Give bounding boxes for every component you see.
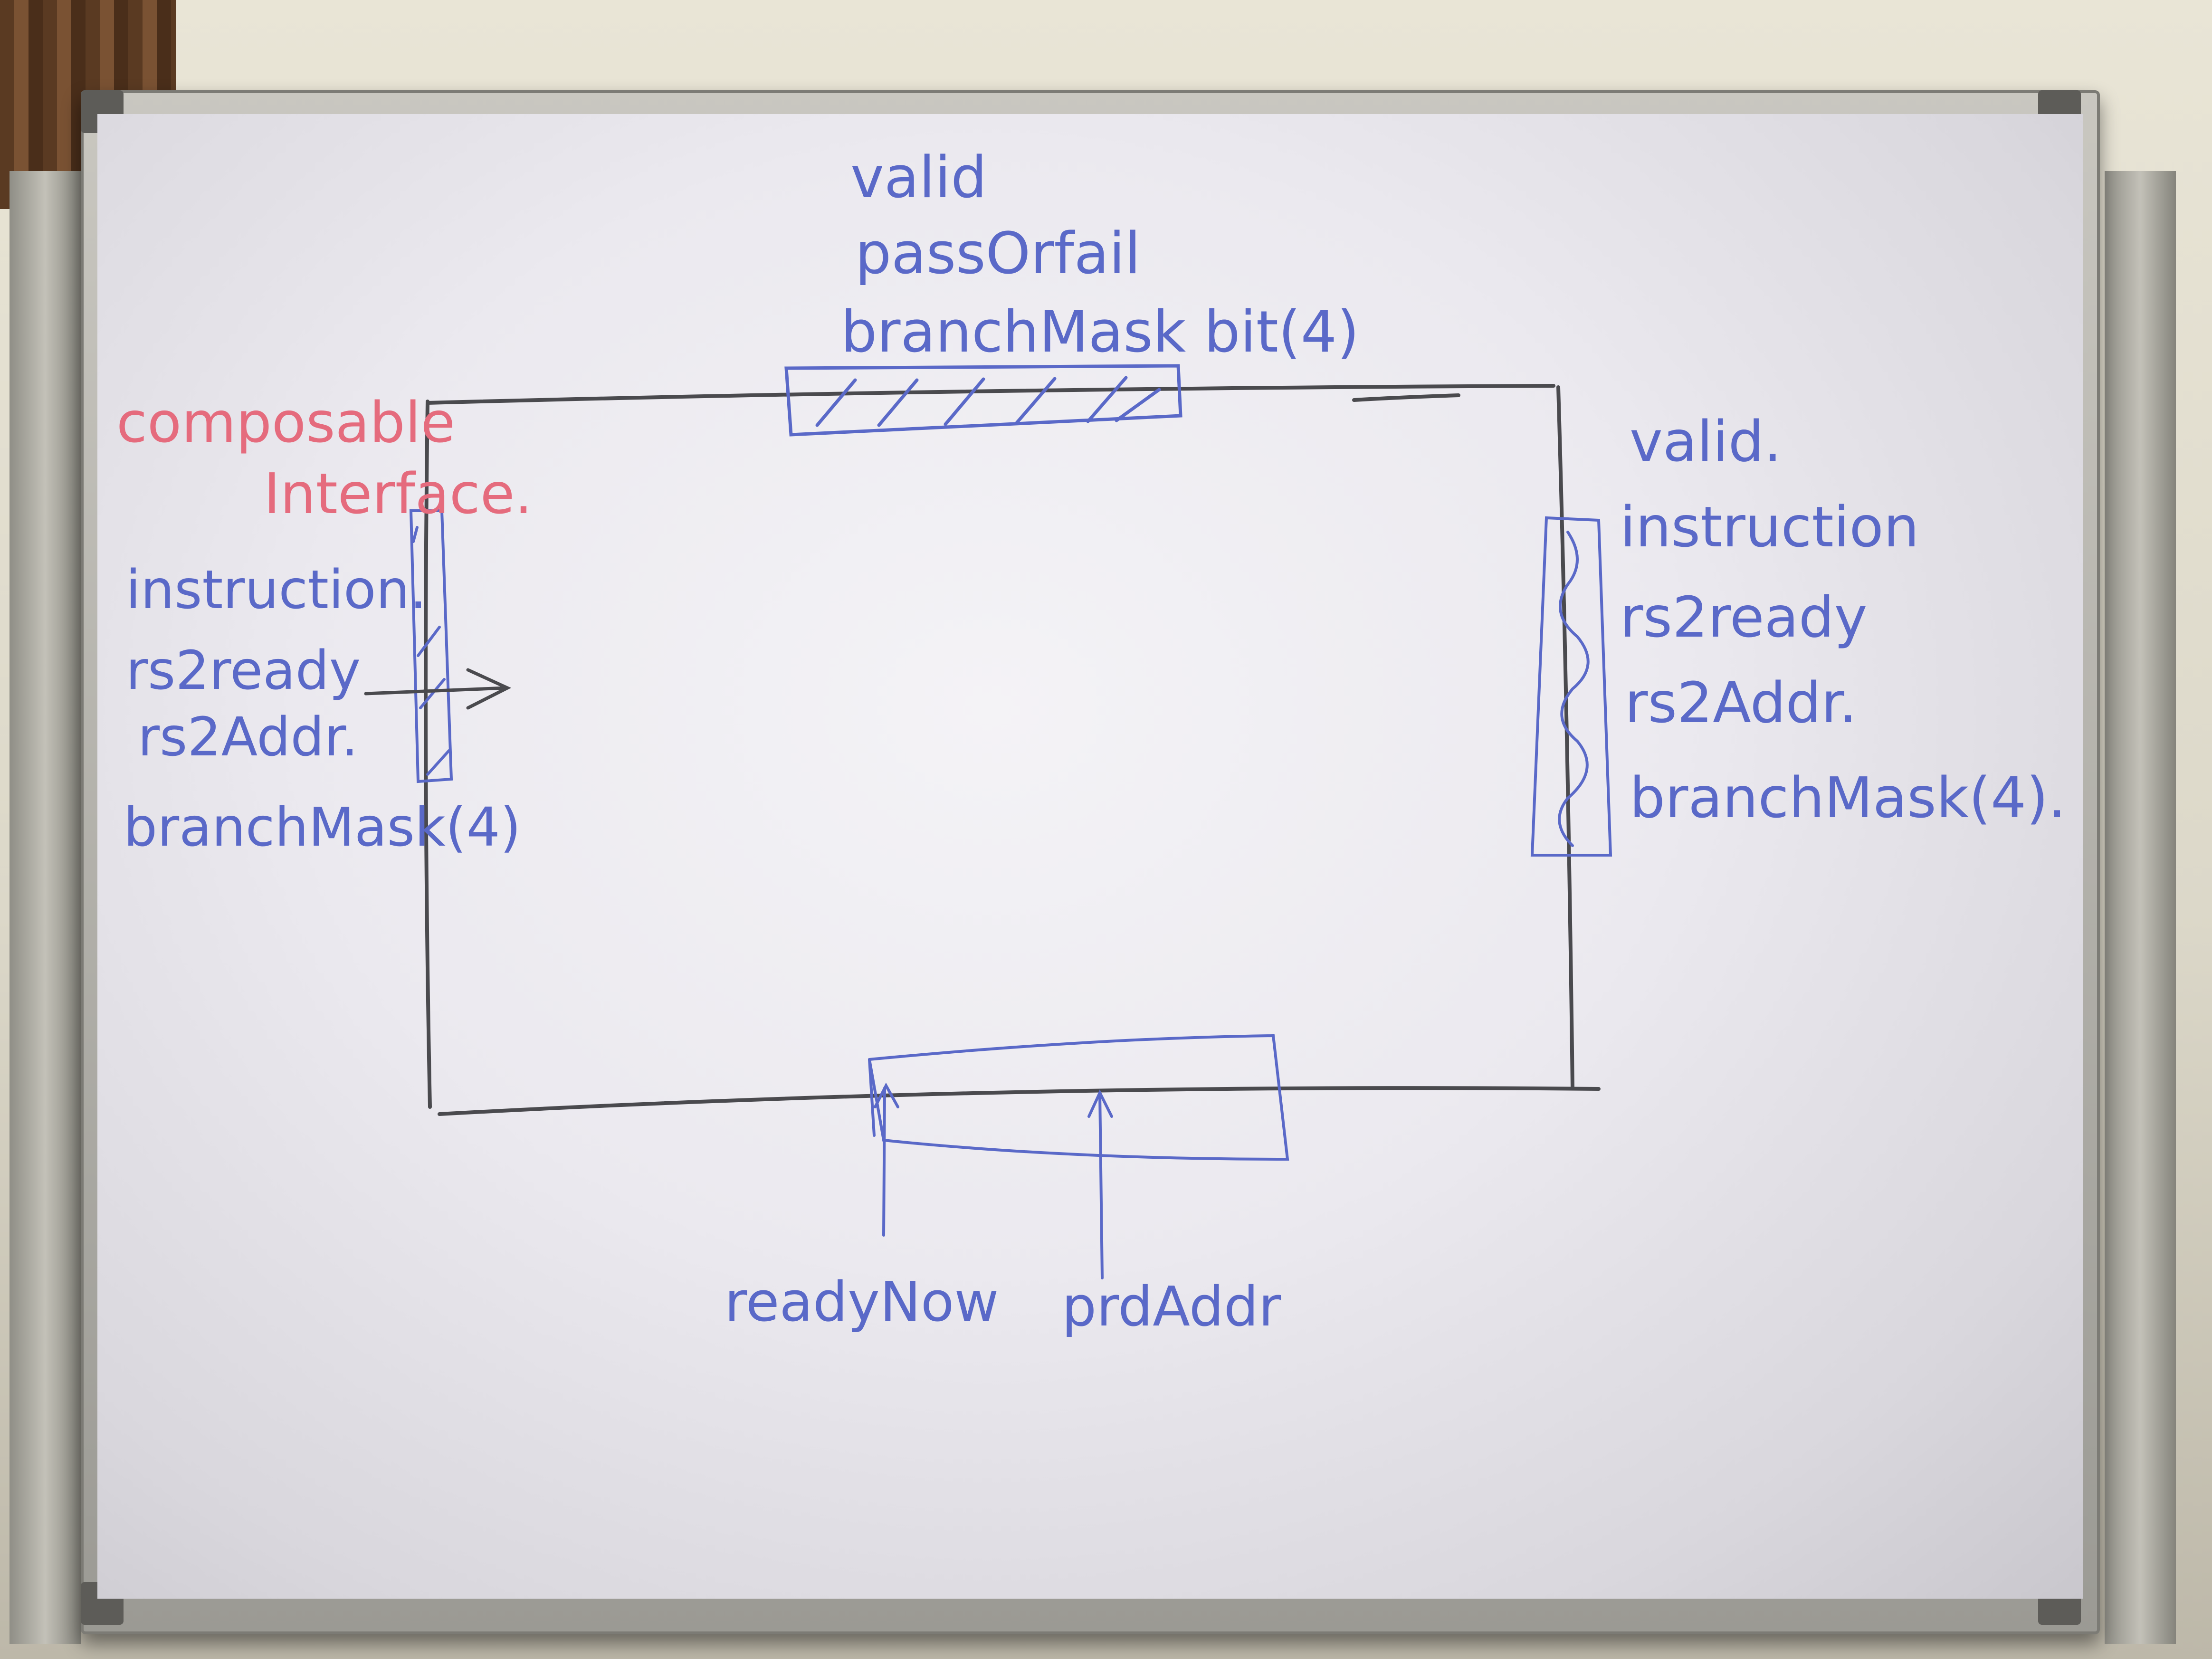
readyNow-arrow-head [874, 1082, 899, 1108]
right-stand-rail [2105, 171, 2176, 1644]
left-port-line-4: branchMask(4) [124, 797, 521, 858]
bottom-port-label-readyNow: readyNow [725, 1270, 999, 1334]
right-port-line-4: rs2Addr. [1625, 670, 1857, 735]
module-box-left-edge [424, 400, 432, 1109]
left-port-title-line-1: composable [116, 390, 455, 455]
left-stand-rail [10, 171, 81, 1644]
module-box-right-edge [1556, 385, 1574, 1090]
right-port-line-2: instruction [1620, 494, 1919, 560]
top-port-line-1: valid [850, 145, 987, 211]
top-port-stripe [784, 364, 1182, 437]
bottom-port-labels: readyNow prdAddr [725, 1270, 1281, 1339]
right-port-labels: valid. instruction rs2ready rs2Addr. bra… [1620, 409, 2066, 830]
whiteboard-surface [97, 114, 2083, 1599]
top-port-labels: valid passOrfail branchMask bit(4) [841, 145, 1359, 365]
right-port-line-1: valid. [1630, 409, 1782, 474]
prdAddr-arrow-head [1087, 1089, 1113, 1118]
module-box-top-edge [426, 384, 1555, 405]
left-port-line-1: instruction. [126, 559, 427, 621]
left-port-line-2: rs2ready [126, 640, 361, 702]
right-port-line-3: rs2ready [1620, 584, 1868, 650]
right-port-line-5: branchMask(4). [1630, 765, 2066, 830]
module-box-top-tick [1352, 393, 1460, 402]
left-input-arrow [364, 668, 512, 710]
top-port-line-2: passOrfail [855, 221, 1141, 287]
bottom-port-stripe [868, 1034, 1289, 1161]
left-port-stripe [409, 509, 453, 783]
prdAddr-arrow-shaft [1098, 1091, 1104, 1279]
right-port-stripe [1530, 516, 1612, 857]
left-port-title: composable Interface. [116, 390, 533, 526]
module-box-bottom-edge [438, 1086, 1601, 1116]
left-port-line-3: rs2Addr. [138, 706, 358, 768]
bottom-arrows [874, 1082, 1113, 1279]
readyNow-arrow-shaft [882, 1087, 886, 1237]
left-port-title-line-2: Interface. [264, 461, 533, 526]
bottom-port-label-prdAddr: prdAddr [1062, 1275, 1281, 1339]
module-box [424, 384, 1601, 1116]
top-port-line-3: branchMask bit(4) [841, 299, 1359, 365]
left-port-labels: instruction. rs2ready rs2Addr. branchMas… [124, 559, 521, 858]
